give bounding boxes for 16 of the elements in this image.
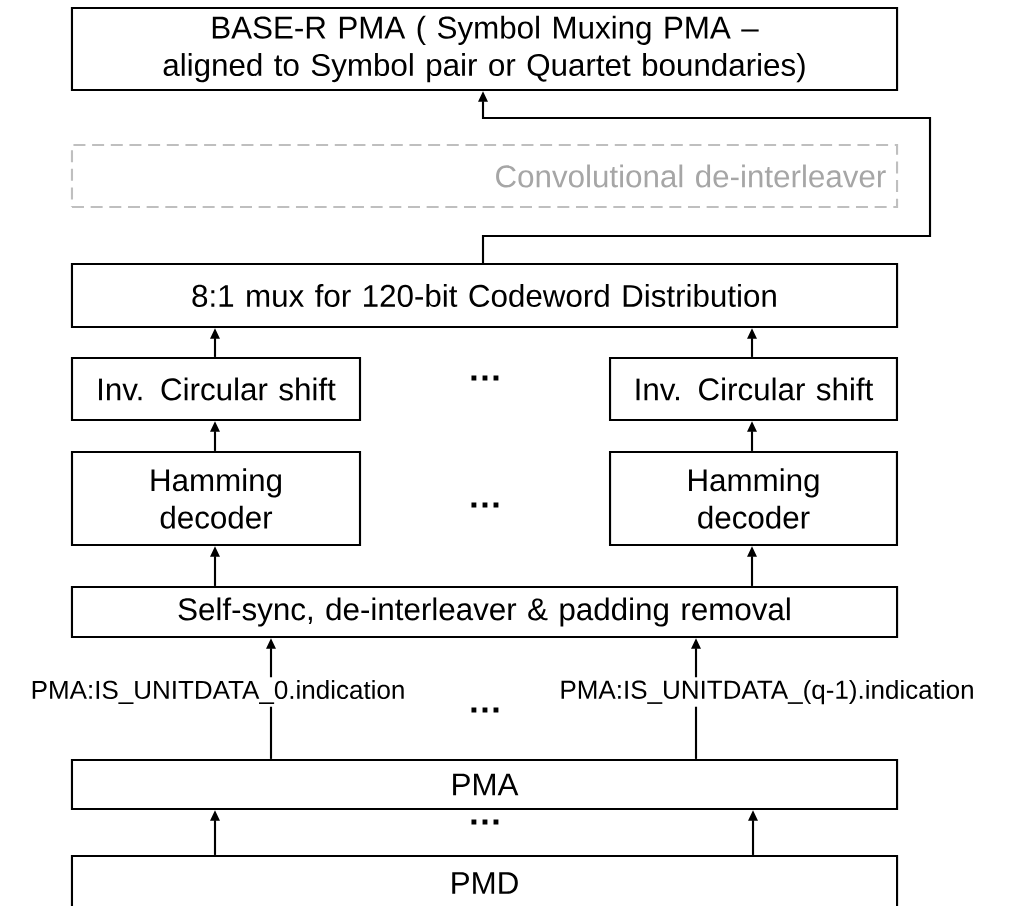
mux-box: 8:1 mux for 120-bit Codeword Distribution (70, 262, 899, 329)
ellipsis: … (471, 375, 499, 381)
layer-box: BASE-R PMA ( Symbol Muxing PMA – aligned to Symbol pair or Quartet boundaries) (70, 6, 899, 92)
dashed-box: Convolutional de-interleaver (70, 143, 899, 209)
ellipsis: … (471, 502, 499, 508)
layer-box: PMD (70, 854, 899, 906)
edge-label: PMA:IS_UNITDATA_0.indication (27, 677, 409, 707)
process-box: Inv. Circular shift (608, 356, 899, 422)
ellipsis: … (471, 819, 499, 825)
ellipsis: … (471, 707, 499, 713)
decoder-box: Hamming decoder (70, 450, 362, 547)
decoder-box: Hamming decoder (608, 450, 899, 547)
layer-box: PMA (70, 758, 899, 811)
edge-label: PMA:IS_UNITDATA_(q-1).indication (556, 677, 978, 707)
process-box: Inv. Circular shift (70, 356, 362, 422)
process-box: Self-sync, de-interleaver & padding removal (70, 585, 899, 639)
